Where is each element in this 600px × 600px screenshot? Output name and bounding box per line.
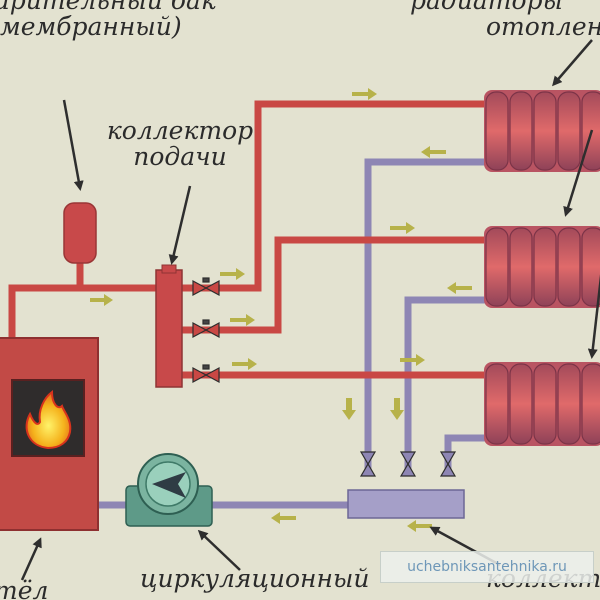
flow-arrow-icon bbox=[342, 398, 356, 420]
radiators bbox=[484, 90, 600, 446]
radiator-3 bbox=[484, 362, 600, 446]
supply-collector-label: коллектор подачи bbox=[106, 116, 254, 171]
expansion-tank bbox=[63, 202, 97, 264]
supply-pipe-radiator-2 bbox=[181, 236, 492, 334]
supply-pipe-radiator-1 bbox=[181, 100, 492, 292]
heating-label: радиаторы отоплен bbox=[410, 0, 600, 41]
pointer-radiator-1 bbox=[552, 39, 593, 87]
pointer-supply-collector bbox=[168, 185, 192, 265]
valve-icon bbox=[399, 451, 417, 477]
expansion-tank-label: ширительный бак мембранный) bbox=[0, 0, 216, 41]
flow-arrow-icon bbox=[232, 358, 257, 370]
flow-arrow-icon bbox=[271, 512, 296, 524]
flow-arrow-icon bbox=[407, 520, 432, 532]
flow-arrow-icon bbox=[90, 294, 113, 306]
flow-arrow-icon bbox=[390, 222, 415, 234]
supply-pipes bbox=[8, 100, 492, 379]
flow-arrow-icon bbox=[447, 282, 472, 294]
return-pipe-radiator-2 bbox=[404, 296, 492, 472]
pointer-radiator-2 bbox=[563, 129, 594, 217]
valve-icon bbox=[359, 451, 377, 477]
flow-arrow-icon bbox=[352, 88, 377, 100]
radiator-2 bbox=[484, 226, 600, 308]
supply-collector bbox=[155, 264, 183, 388]
boiler-label: тёл bbox=[0, 576, 49, 600]
valve-icon bbox=[192, 277, 220, 297]
pointer-pump bbox=[197, 529, 241, 571]
watermark: uchebniksantehnika.ru bbox=[380, 551, 594, 583]
return-pipe-radiator-1 bbox=[364, 158, 492, 472]
valve-icon bbox=[192, 319, 220, 339]
supply-valves bbox=[192, 277, 220, 384]
pointer-boiler bbox=[20, 537, 42, 581]
flow-arrow-icon bbox=[390, 398, 404, 420]
label-pointers bbox=[20, 39, 600, 581]
fire-icon bbox=[25, 389, 72, 450]
return-collector bbox=[347, 489, 465, 519]
pointer-tank bbox=[62, 99, 84, 191]
flow-arrow-icon bbox=[421, 146, 446, 158]
pointer-radiator-3 bbox=[587, 274, 600, 359]
flow-arrows bbox=[90, 88, 472, 532]
supply-pipe-boiler-riser bbox=[8, 284, 169, 344]
circulation-pump bbox=[125, 453, 213, 527]
boiler bbox=[0, 337, 99, 531]
valve-icon bbox=[439, 451, 457, 477]
flow-arrow-icon bbox=[220, 268, 245, 280]
pump-label: циркуляционный bbox=[140, 564, 370, 593]
valve-icon bbox=[192, 364, 220, 384]
flow-arrow-icon bbox=[400, 354, 425, 366]
return-valves bbox=[359, 451, 457, 477]
pump-arrow-icon bbox=[152, 472, 186, 498]
return-pipes bbox=[91, 158, 492, 509]
flow-arrow-icon bbox=[230, 314, 255, 326]
